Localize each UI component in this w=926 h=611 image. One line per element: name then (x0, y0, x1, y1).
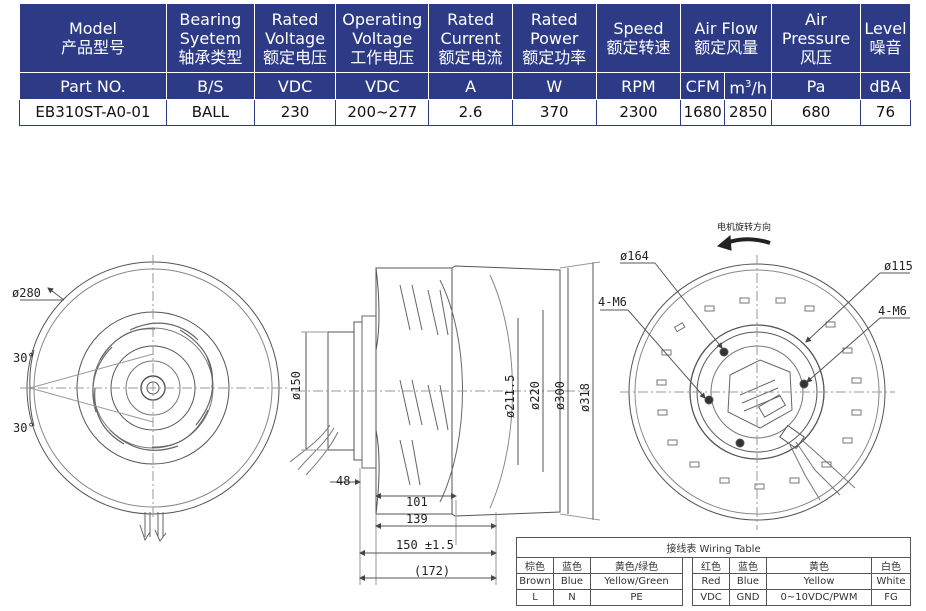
wire-color-en: Brown (516, 573, 554, 590)
unit-m3h: m3/h (724, 72, 773, 100)
front-angle-bottom-label: 30° (13, 421, 35, 435)
wire-signal: N (553, 589, 591, 606)
wire-color-en: Yellow/Green (590, 573, 683, 590)
rotation-direction-label: 电机旋转方向 (717, 221, 771, 233)
wire-color-cn: 黄色/绿色 (590, 557, 683, 574)
wire-color-en: Yellow (766, 573, 872, 590)
rear-d115-label: ø115 (884, 259, 913, 273)
wire-color-cn: 棕色 (516, 557, 554, 574)
rear-screw-hole (719, 347, 729, 357)
unit-part-no: Part NO. (19, 72, 167, 100)
spec-units-row: Part NO. B/S VDC VDC A W RPM CFM m3/h Pa… (19, 72, 912, 100)
rear-screw-hole (735, 438, 745, 448)
rear-outer-ring (628, 263, 886, 521)
wire-signal: PE (590, 589, 683, 606)
wiring-row-cn: 棕色 蓝色 黄色/绿色 红色 蓝色 黄色 白色 (516, 557, 911, 606)
rotation-arrow (725, 237, 771, 245)
value-operating-voltage: 200~277 (335, 99, 430, 126)
value-rated-voltage: 230 (253, 99, 337, 126)
wire-color-en: Blue (729, 573, 767, 590)
rear-screw-hole (704, 395, 714, 405)
value-bearing: BALL (165, 99, 255, 126)
unit-dba: dBA (859, 72, 912, 100)
rear-cables (789, 439, 856, 501)
side-dim150-label: 150 ±1.5 (396, 538, 454, 552)
front-cables (139, 512, 167, 542)
value-airflow-m3h: 2850 (724, 99, 773, 126)
side-d211-label: ø211.5 (503, 375, 517, 418)
side-dim48-label: 48 (336, 474, 350, 488)
front-angle-top-label: 30° (13, 351, 35, 365)
value-noise-level: 76 (859, 99, 912, 126)
side-view (289, 261, 601, 585)
value-part-no: EB310ST-A0-01 (19, 99, 167, 126)
side-blade-slots (399, 284, 449, 486)
side-d150-label: ø150 (289, 371, 303, 400)
wire-color-cn: 红色 (692, 557, 730, 574)
wire-color-en: Blue (553, 573, 591, 590)
wiring-row-signal: L N PE VDC GND 0~10VDC/PWM FG (516, 589, 911, 606)
side-impeller-body (375, 265, 561, 517)
rear-view (600, 234, 910, 530)
front-diameter-label: ø280 (12, 286, 41, 300)
rear-screw-hole (799, 379, 809, 389)
front-view (20, 255, 290, 542)
side-d220-label: ø220 (528, 381, 542, 410)
value-speed: 2300 (595, 99, 682, 126)
wire-signal: FG (871, 589, 911, 606)
wiring-row-en: Brown Blue Yellow/Green Red Blue Yellow … (516, 573, 911, 590)
wiring-table: 接线表 Wiring Table 棕色 蓝色 黄色/绿色 红色 蓝色 黄色 白色… (516, 537, 911, 606)
rear-m6-right-label: 4-M6 (878, 304, 907, 318)
unit-watt: W (511, 72, 597, 100)
spec-values-row: EB310ST-A0-01 BALL 230 200~277 2.6 370 2… (19, 99, 912, 126)
wire-signal: L (516, 589, 554, 606)
wire-color-en: Red (692, 573, 730, 590)
side-dim139-label: 139 (406, 512, 428, 526)
wire-signal: GND (729, 589, 767, 606)
unit-rpm: RPM (595, 72, 682, 100)
unit-amp: A (428, 72, 513, 100)
value-air-pressure: 680 (771, 99, 861, 126)
rear-vent-slots (656, 297, 862, 490)
side-dim101-label: 101 (406, 495, 428, 509)
side-dim172-label: (172) (414, 564, 450, 578)
side-d318-label: ø318 (578, 383, 592, 412)
wire-color-en: White (871, 573, 911, 590)
value-airflow-cfm: 1680 (680, 99, 726, 126)
rear-cable-gland (779, 424, 805, 450)
value-rated-power: 370 (511, 99, 597, 126)
unit-bs: B/S (165, 72, 255, 100)
wire-signal: VDC (692, 589, 730, 606)
wiring-table-title: 接线表 Wiring Table (516, 537, 911, 558)
wire-color-cn: 黄色 (766, 557, 872, 574)
wire-color-cn: 蓝色 (553, 557, 591, 574)
front-blades (92, 322, 214, 451)
unit-vdc-operating: VDC (335, 72, 430, 100)
wire-color-cn: 白色 (871, 557, 911, 574)
value-rated-current: 2.6 (428, 99, 513, 126)
rear-m6-left-label: 4-M6 (598, 295, 627, 309)
wire-signal: 0~10VDC/PWM (766, 589, 872, 606)
side-d300-label: ø300 (553, 381, 567, 410)
wire-color-cn: 蓝色 (729, 557, 767, 574)
unit-pa: Pa (771, 72, 861, 100)
rear-d164-label: ø164 (620, 249, 649, 263)
wiring-gap (682, 557, 693, 606)
